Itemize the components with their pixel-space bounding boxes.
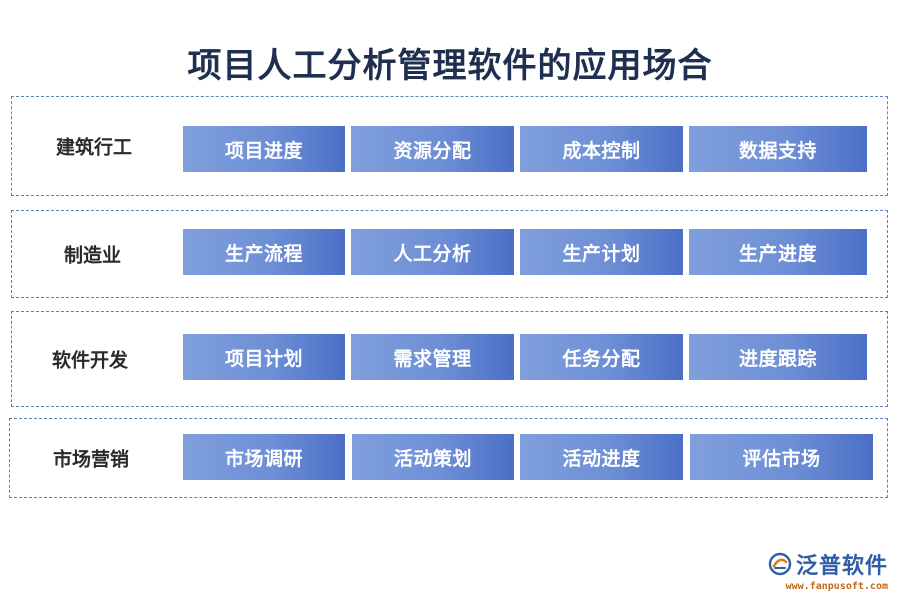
scenario-item[interactable]: 市场调研 xyxy=(183,434,345,480)
page-title: 项目人工分析管理软件的应用场合 xyxy=(187,46,713,86)
brand-name: 泛普软件 xyxy=(795,554,888,579)
scenario-item[interactable]: 生产计划 xyxy=(520,229,683,275)
scenario-item[interactable]: 需求管理 xyxy=(351,334,514,380)
scenario-item[interactable]: 数据支持 xyxy=(689,126,867,172)
row-construction: 建筑行工 xyxy=(11,96,888,196)
scenario-item[interactable]: 生产进度 xyxy=(689,229,867,275)
row-marketing: 市场营销 xyxy=(9,418,888,498)
row-label: 制造业 xyxy=(64,244,122,267)
row-manufacturing: 制造业 xyxy=(11,210,888,298)
scenario-item[interactable]: 任务分配 xyxy=(520,334,683,380)
scenario-item[interactable]: 项目进度 xyxy=(183,126,345,172)
scenario-item[interactable]: 活动进度 xyxy=(520,434,683,480)
scenario-item[interactable]: 成本控制 xyxy=(520,126,683,172)
scenario-item[interactable]: 生产流程 xyxy=(183,229,345,275)
scenario-item[interactable]: 资源分配 xyxy=(351,126,514,172)
scenario-item[interactable]: 项目计划 xyxy=(183,334,345,380)
scenario-item[interactable]: 人工分析 xyxy=(351,229,514,275)
fanpu-logo-icon xyxy=(768,552,792,576)
row-label: 市场营销 xyxy=(53,448,130,471)
row-label: 建筑行工 xyxy=(56,136,133,159)
brand-url: www.fanpusoft.com xyxy=(785,581,888,592)
row-label: 软件开发 xyxy=(52,349,129,372)
scenario-item[interactable]: 活动策划 xyxy=(352,434,514,480)
brand-watermark: 泛普软件 www.fanpusoft.com xyxy=(768,548,888,592)
row-software-development: 软件开发 xyxy=(11,311,888,407)
scenario-item[interactable]: 评估市场 xyxy=(690,434,873,480)
scenario-item[interactable]: 进度跟踪 xyxy=(689,334,867,380)
